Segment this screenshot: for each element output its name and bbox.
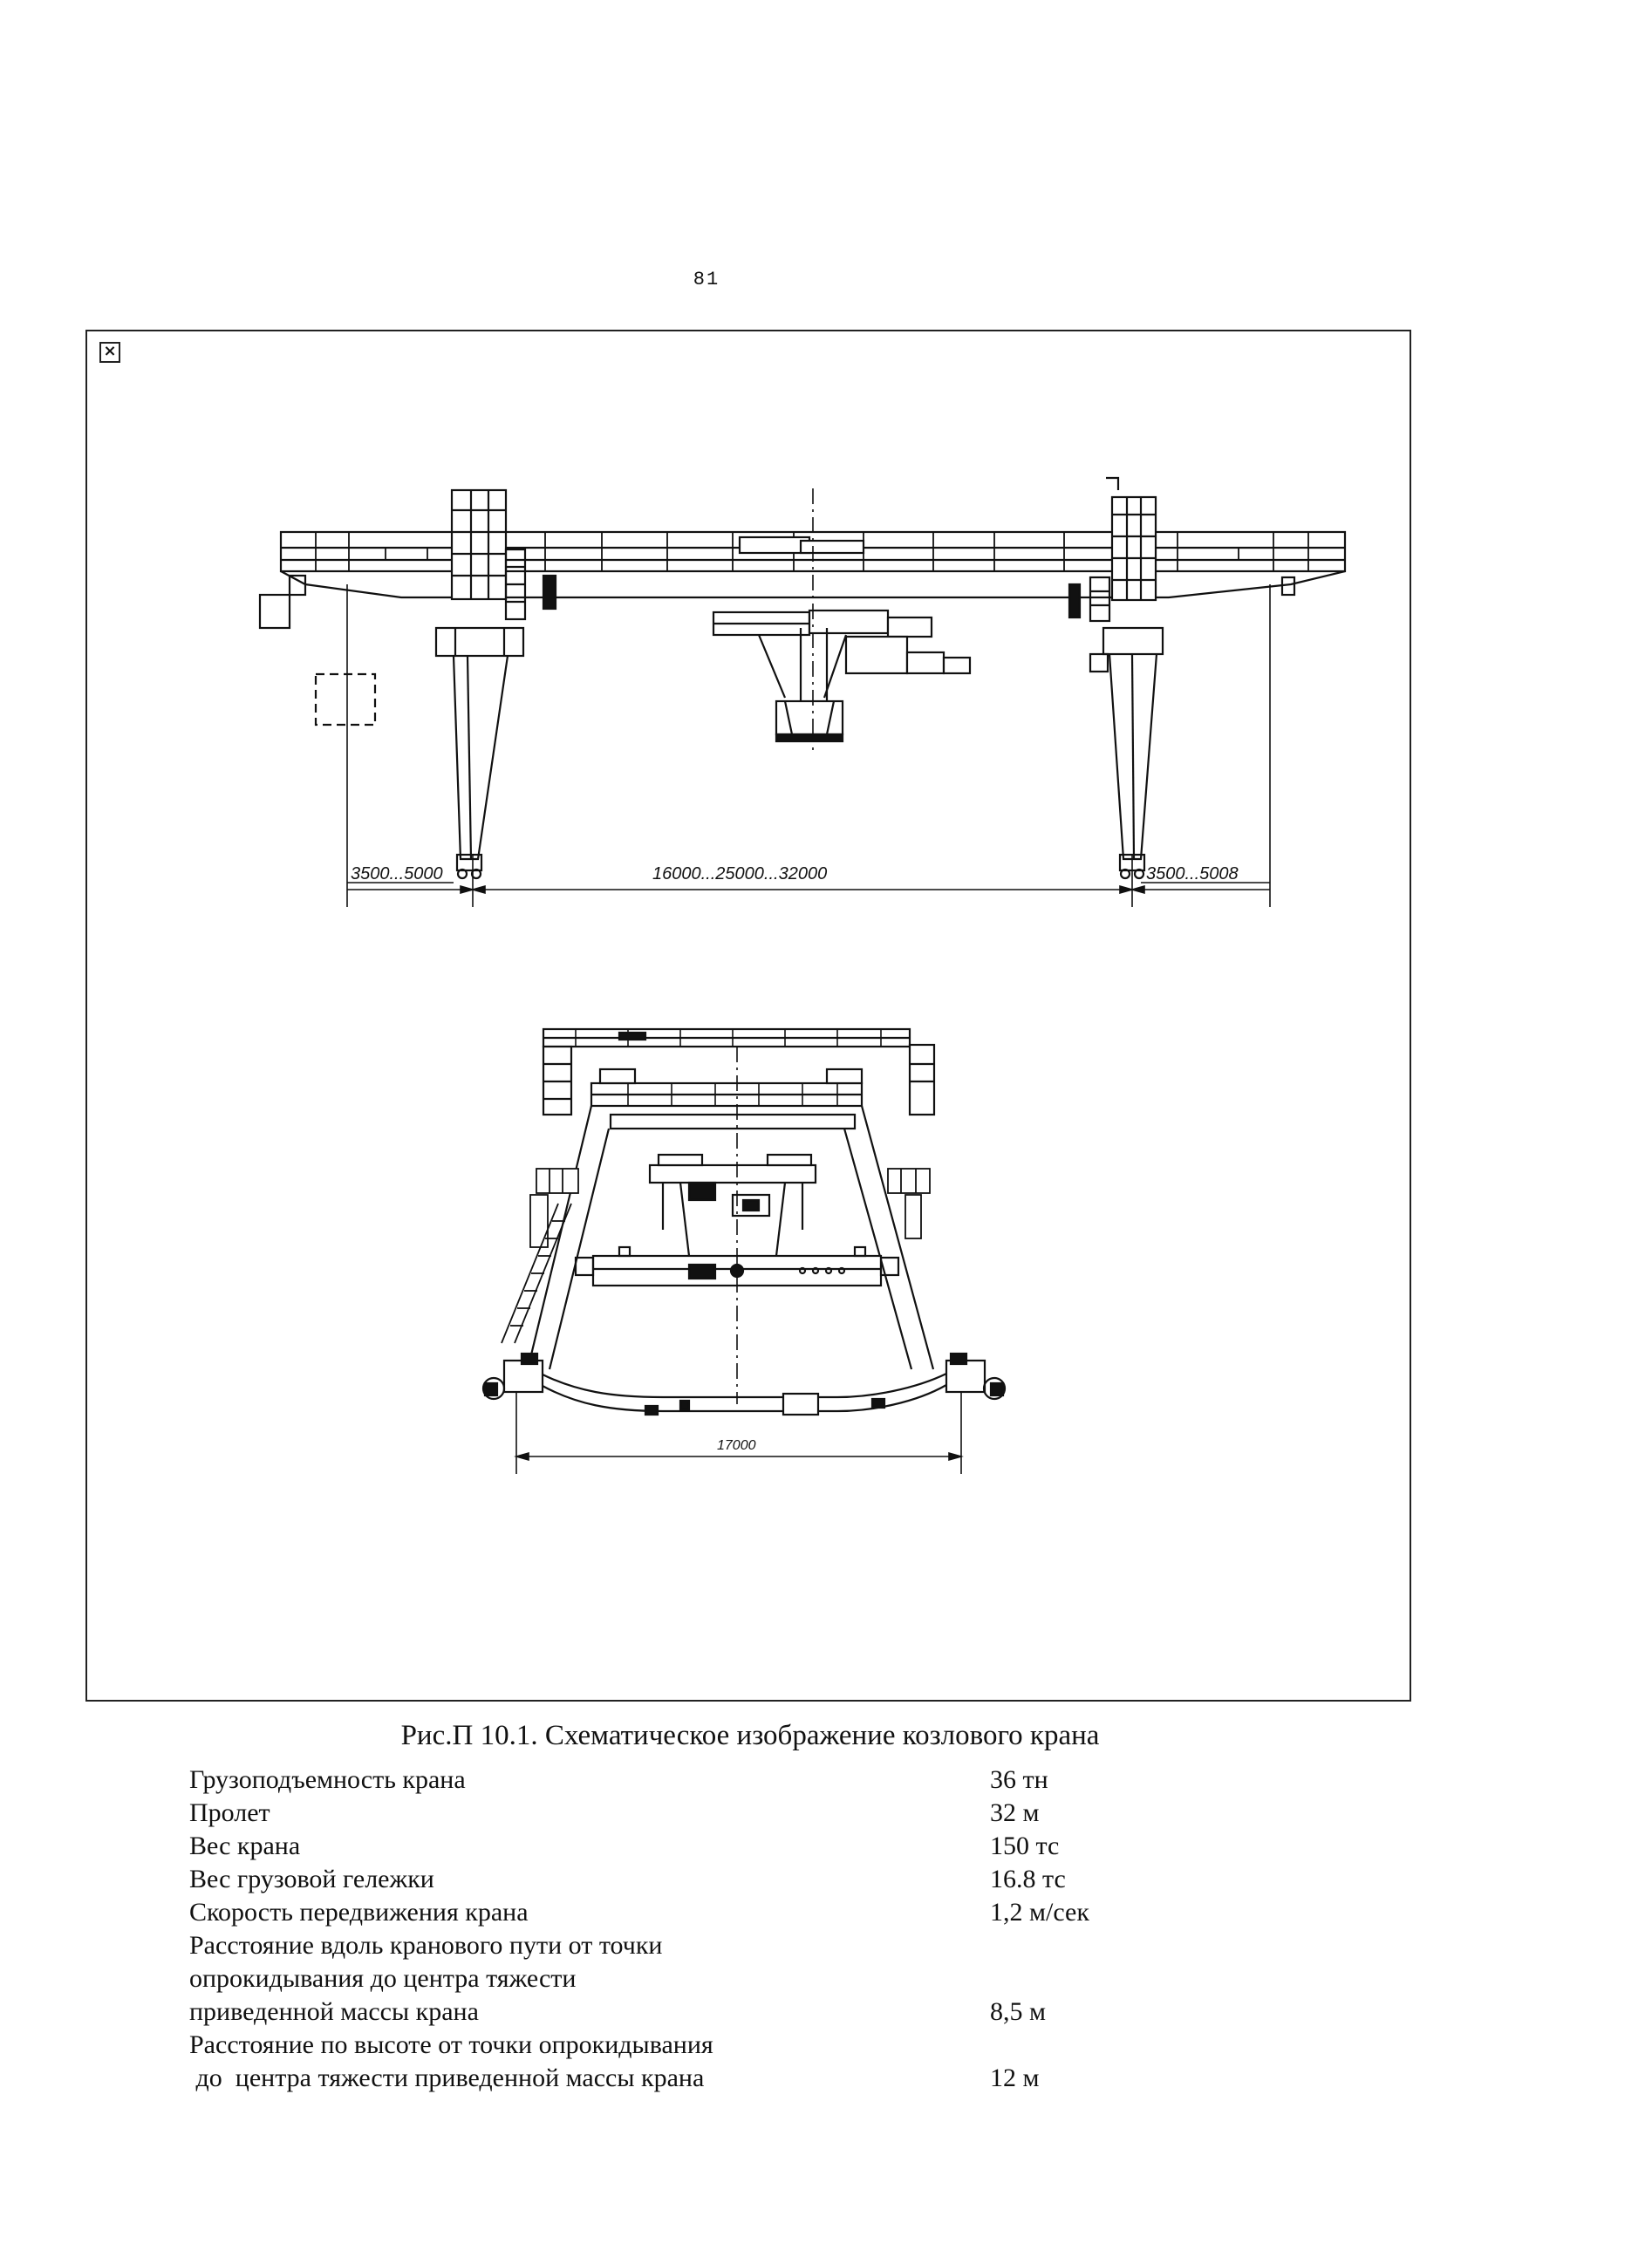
spec-row: Расстояние вдоль кранового пути от точки… (189, 1929, 1236, 2029)
spec-label: Пролет (189, 1798, 270, 1827)
page-number: 81 (693, 269, 720, 290)
spec-value: 16.8 тс (990, 1865, 1066, 1893)
left-end-buffer (288, 574, 307, 597)
spec-row: Скорость передвижения крана 1,2 м/сек (189, 1896, 1236, 1929)
crane-side-view: 17000 (481, 1027, 1007, 1474)
side-hoist (648, 1153, 817, 1257)
girder-underside (280, 570, 1346, 599)
dim-span: 16000...25000...32000 (652, 864, 827, 883)
spec-value: 150 тс (990, 1832, 1060, 1860)
spec-label: Грузоподъемность крана (189, 1765, 466, 1794)
spec-label: до центра тяжести приведенной массы кран… (189, 2064, 705, 2092)
spec-label: Вес крана (189, 1832, 301, 1860)
spec-label: опрокидывания до центра тяжести (189, 1964, 577, 1993)
base-dimension (514, 1391, 964, 1474)
trolley (712, 536, 972, 743)
base-beam (481, 1352, 1007, 1416)
crane-drawing: 3500...5000 16000...25000...32000 3500..… (258, 476, 1347, 1474)
right-ladder (887, 1168, 931, 1239)
spec-value: 1,2 м/сек (990, 1898, 1089, 1927)
spec-value: 36 тн (990, 1765, 1048, 1794)
dim-right-overhang: 3500...5008 (1146, 864, 1239, 883)
dim-base: 17000 (717, 1438, 756, 1453)
figure-frame: × (85, 330, 1411, 1702)
spec-table: Грузоподъемность крана 36 тн Пролет 32 м Вес… (189, 1763, 1236, 2095)
left-ladder (501, 1168, 579, 1344)
right-leg (1068, 476, 1164, 880)
spec-value: 8,5 м (990, 1997, 1046, 2026)
broken-image-icon: × (99, 342, 120, 363)
spec-label: приведенной массы крана (189, 1997, 479, 2026)
figure-caption: Рис.П 10.1. Схематическое изображение ко… (400, 1720, 1100, 1751)
spec-value: 12 м (990, 2064, 1040, 2092)
spec-value: 32 м (990, 1798, 1040, 1827)
spec-label: Скорость передвижения крана (189, 1898, 529, 1927)
spec-label: Расстояние по высоте от точки опрокидыва… (189, 2030, 713, 2059)
dimension-lines (346, 584, 1271, 907)
spec-label: Вес грузовой гележки (189, 1865, 434, 1893)
spec-row: Вес грузовой гележки 16.8 тс (189, 1863, 1236, 1896)
left-leg (434, 488, 557, 880)
crane-front-view: 3500...5000 16000...25000...32000 3500..… (258, 476, 1347, 907)
left-end-bracket (258, 593, 291, 630)
spec-label: Расстояние вдоль кранового пути от точки (189, 1931, 663, 1960)
spec-row: Вес крана 150 тс (189, 1830, 1236, 1863)
spec-row: Пролет 32 м (189, 1797, 1236, 1830)
dim-left-overhang: 3500...5000 (351, 864, 443, 883)
right-end-buffer (1280, 576, 1296, 597)
spec-row: Грузоподъемность крана 36 тн (189, 1763, 1236, 1797)
spec-row: Расстояние по высоте от точки опрокидыва… (189, 2029, 1236, 2095)
dashed-outline (314, 672, 377, 727)
